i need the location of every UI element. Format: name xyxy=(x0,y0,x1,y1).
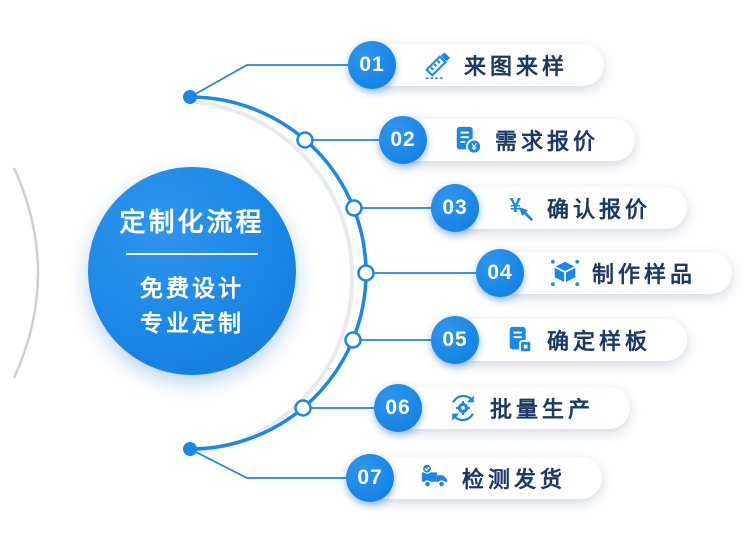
svg-text:¥: ¥ xyxy=(510,194,522,217)
step-pill: 确定样板 xyxy=(447,319,687,361)
arc-end-dot-top xyxy=(183,90,197,104)
arc-node-step-4 xyxy=(357,264,375,282)
step-pill: 来图来样 xyxy=(364,44,604,86)
cube-parts-icon xyxy=(550,258,580,288)
step-number-badge: 07 xyxy=(346,454,394,502)
step-label: 批量生产 xyxy=(490,397,595,422)
step-pill: ¥ 需求报价 xyxy=(395,119,635,161)
gear-cycle-icon xyxy=(448,393,478,423)
center-badge: 定制化流程 免费设计 专业定制 xyxy=(88,167,296,375)
arc-node-step-5 xyxy=(344,331,362,349)
arc-nodes xyxy=(294,131,375,417)
arc-node-step-6 xyxy=(294,399,312,417)
step-number-badge: 03 xyxy=(431,184,479,232)
step-number-badge: 06 xyxy=(374,384,422,432)
step-label: 需求报价 xyxy=(495,129,600,154)
step-label: 确认报价 xyxy=(547,197,652,222)
step-label: 制作样品 xyxy=(592,262,697,287)
diagram-title: 定制化流程 xyxy=(119,207,265,237)
document-stamp-icon xyxy=(505,325,535,355)
connector-step-1 xyxy=(189,64,372,98)
step-label: 确定样板 xyxy=(547,329,652,354)
connector-lines xyxy=(189,64,500,479)
left-partial-arc xyxy=(12,167,40,379)
arc-end-dot-bottom xyxy=(183,442,197,456)
divider xyxy=(126,253,258,255)
document-yen-icon: ¥ xyxy=(453,125,483,155)
step-label: 来图来样 xyxy=(464,54,569,79)
ruler-pencil-icon xyxy=(422,50,452,80)
main-arc-shadow xyxy=(194,100,355,454)
arc-node-step-2 xyxy=(296,131,314,149)
truck-check-icon xyxy=(420,463,450,493)
step-label: 检测发货 xyxy=(462,467,567,492)
step-pill: 检测发货 xyxy=(362,457,602,499)
step-pill: ¥ 确认报价 xyxy=(447,187,687,229)
step-number-badge: 04 xyxy=(476,249,524,297)
yen-cursor-icon: ¥ xyxy=(505,193,535,223)
subtitle-line-2: 专业定制 xyxy=(140,309,244,336)
step-number-badge: 02 xyxy=(379,116,427,164)
connector-step-7 xyxy=(189,448,370,479)
step-pill: 批量生产 xyxy=(390,387,630,429)
step-number-badge: 05 xyxy=(431,316,479,364)
step-pill: 制作样品 xyxy=(492,252,732,294)
arc-node-step-3 xyxy=(345,199,363,217)
step-number-badge: 01 xyxy=(348,41,396,89)
svg-text:¥: ¥ xyxy=(471,142,477,152)
subtitle-line-1: 免费设计 xyxy=(140,275,244,301)
